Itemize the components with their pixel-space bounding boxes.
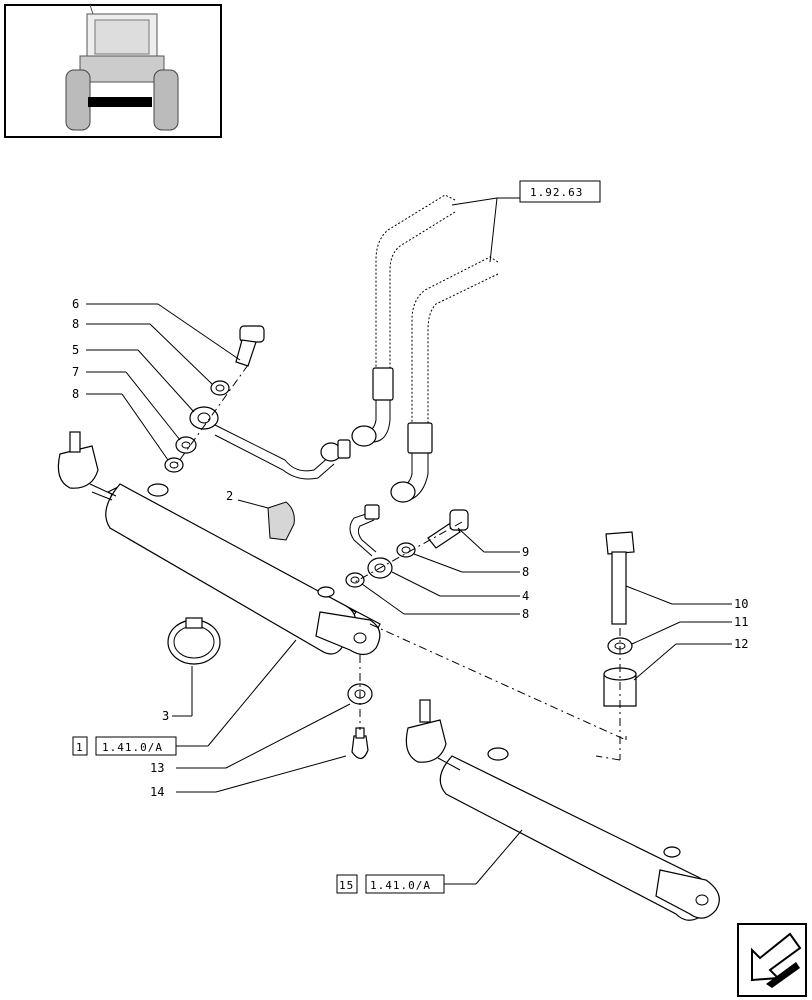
washer-8-low (345, 572, 365, 588)
callout-8-d: 8 (522, 607, 529, 621)
callout-7: 7 (72, 365, 79, 379)
callout-11: 11 (734, 615, 748, 629)
reference-15-1-41-0-a[interactable]: 15 1.41.0/A (336, 874, 445, 894)
reference-num: 15 (339, 879, 354, 892)
clip-2 (267, 501, 295, 541)
callout-8-b: 8 (72, 387, 79, 401)
grease-nipple-14 (351, 727, 369, 760)
tie-rod-end-right (405, 699, 461, 771)
washer-8-mid (396, 542, 416, 558)
callout-8-a: 8 (72, 317, 79, 331)
callout-14: 14 (150, 785, 164, 799)
callout-9: 9 (522, 545, 529, 559)
callout-8-c: 8 (522, 565, 529, 579)
tie-rod-end-left (57, 431, 117, 501)
reference-box-label: 1.92.63 (530, 186, 583, 199)
reference-1-41-0-a[interactable]: 1 1.41.0/A (72, 736, 177, 756)
washer-7 (175, 436, 197, 454)
reference-box-1-92-63[interactable]: 1.92.63 (519, 180, 601, 203)
reference-code: 1.41.0/A (370, 879, 431, 892)
steering-cylinder-1 (105, 483, 381, 656)
banjo-bolt-6 (235, 325, 265, 367)
reference-num: 1 (76, 741, 84, 754)
callout-4: 4 (522, 589, 529, 603)
callout-2: 2 (226, 489, 233, 503)
washer-8-upper (210, 380, 230, 396)
leader-lines (86, 303, 732, 885)
rigid-pipe-lower (349, 504, 380, 557)
banjo-bolt-9 (427, 509, 469, 549)
reference-code: 1.41.0/A (102, 741, 163, 754)
callout-6: 6 (72, 297, 79, 311)
callout-10: 10 (734, 597, 748, 611)
callout-12: 12 (734, 637, 748, 651)
next-page-arrow-icon[interactable] (737, 923, 807, 997)
callout-13: 13 (150, 761, 164, 775)
callout-3: 3 (162, 709, 169, 723)
callout-5: 5 (72, 343, 79, 357)
hose-clamp-3 (167, 617, 221, 665)
rigid-pipe-upper (214, 424, 351, 480)
tractor-rear-view-icon (65, 4, 179, 131)
banjo-fitting-5 (189, 406, 219, 430)
pin-10 (605, 531, 635, 625)
steering-cylinder-15 (439, 747, 720, 921)
hose-assembly (351, 194, 499, 503)
